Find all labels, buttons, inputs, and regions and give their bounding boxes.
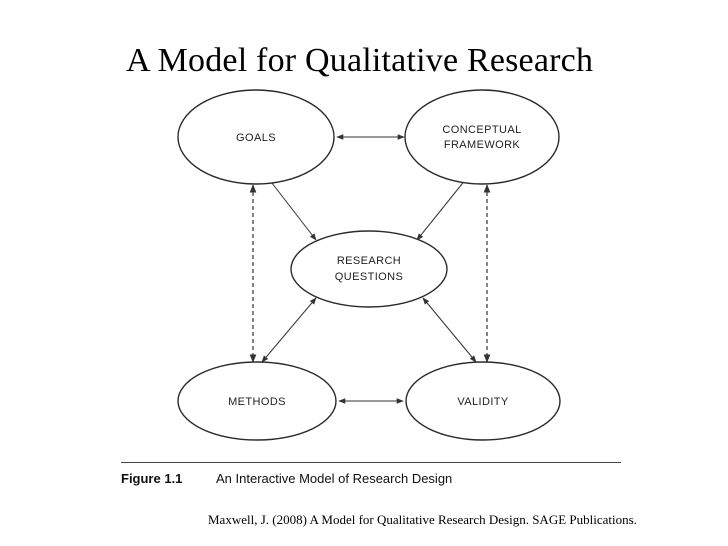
node-goals-label: GOALS: [236, 132, 276, 144]
node-validity-label: VALIDITY: [457, 396, 509, 408]
node-research-questions: RESEARCH QUESTIONS: [290, 230, 448, 308]
node-goals-ellipse: [177, 89, 335, 185]
slide-title: A Model for Qualitative Research: [126, 42, 594, 79]
edge-research-methods: [261, 297, 317, 363]
node-validity-ellipse: [405, 361, 561, 441]
node-research-questions-label-line2: QUESTIONS: [335, 271, 403, 283]
edge-research-validity: [422, 297, 477, 363]
node-research-questions-label-line1: RESEARCH: [337, 255, 401, 267]
edge-goals-research: [264, 173, 317, 241]
node-conceptual-framework-ellipse: [404, 89, 560, 185]
node-conceptual-framework-label-line1: CONCEPTUAL: [442, 124, 521, 136]
node-methods: METHODS: [177, 361, 337, 441]
figure-rule: [121, 462, 621, 463]
node-conceptual-framework: CONCEPTUAL FRAMEWORK: [404, 89, 560, 185]
edge-conceptual-research: [416, 173, 471, 241]
node-conceptual-framework-label-line2: FRAMEWORK: [444, 139, 521, 151]
node-methods-label: METHODS: [228, 396, 286, 408]
diagram-edges: [249, 134, 491, 404]
node-validity: VALIDITY: [405, 361, 561, 441]
node-goals: GOALS: [177, 89, 335, 185]
figure-label: Figure 1.1: [121, 471, 183, 486]
figure-caption: An Interactive Model of Research Design: [216, 471, 453, 486]
node-methods-ellipse: [177, 361, 337, 441]
node-research-questions-ellipse: [290, 230, 448, 308]
citation: Maxwell, J. (2008) A Model for Qualitati…: [208, 512, 637, 527]
